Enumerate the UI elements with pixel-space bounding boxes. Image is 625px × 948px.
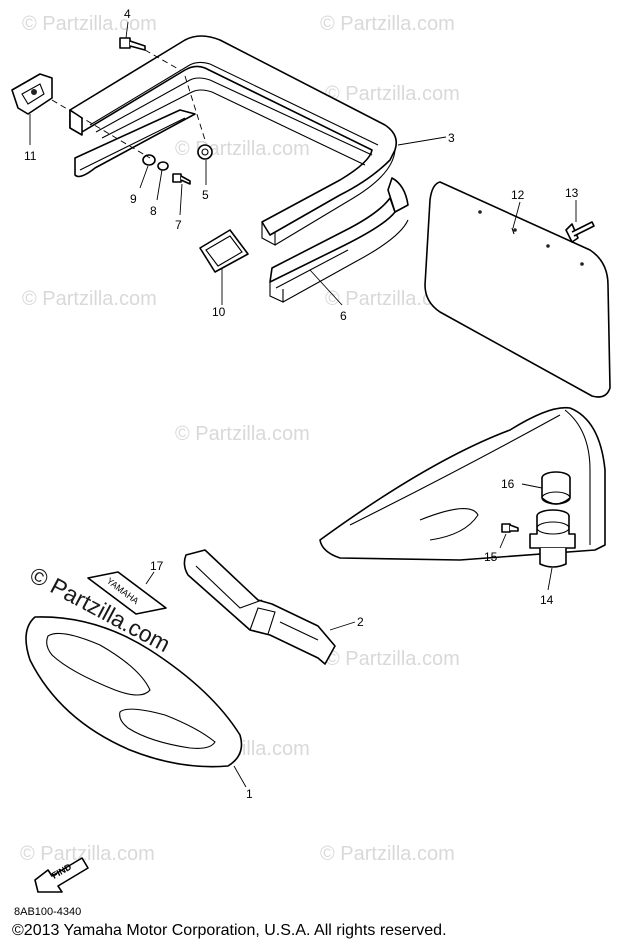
- callout-1: 1: [246, 787, 253, 801]
- part-13-pin: [565, 221, 595, 243]
- callout-9: 9: [130, 192, 137, 206]
- callout-13: 13: [565, 186, 579, 200]
- part-5-nut: [197, 144, 213, 160]
- part-16-cap: [541, 471, 571, 505]
- part-9-washer: [142, 154, 156, 166]
- watermark-text: © Partzilla.com: [175, 423, 310, 445]
- watermark-text: © Partzilla.com: [22, 288, 157, 310]
- callout-7: 7: [175, 218, 182, 232]
- part-2-handle: [183, 549, 336, 665]
- watermark-text: © Partzilla.com: [325, 83, 460, 105]
- callout-16: 16: [501, 477, 515, 491]
- callout-10: 10: [212, 305, 226, 319]
- callout-2: 2: [357, 615, 364, 629]
- watermark-text: © Partzilla.com: [175, 138, 310, 160]
- part-14-drain-plug: [529, 509, 576, 568]
- part-4-bolt: [119, 37, 146, 51]
- copyright-notice: ©2013 Yamaha Motor Corporation, U.S.A. A…: [12, 922, 447, 939]
- watermark-text: © Partzilla.com: [20, 843, 155, 865]
- part-10-clip: [199, 229, 249, 273]
- part-11-bracket: [11, 73, 53, 115]
- hull-section: [319, 406, 606, 561]
- watermark-text: © Partzilla.com: [320, 13, 455, 35]
- diagram-code: 8AB100-4340: [14, 906, 82, 918]
- callout-numbers: 4 11 9 8 7 5 10 3 6 12 13 16 15 14 17 2 …: [24, 7, 579, 801]
- part-8-washer: [157, 161, 169, 171]
- part-15-grommet: [501, 523, 519, 533]
- part-12-lid-panel: [424, 181, 611, 398]
- callout-14: 14: [540, 593, 554, 607]
- leader-lines: [29, 21, 577, 788]
- callout-15: 15: [484, 550, 498, 564]
- callout-12: 12: [511, 188, 525, 202]
- callout-4: 4: [124, 7, 131, 21]
- part-1-trim-cover: [25, 616, 243, 768]
- watermark-text: © Partzilla.com: [22, 13, 157, 35]
- part-3-gasket-frame: [69, 35, 398, 246]
- watermark-text: © Partzilla.com: [320, 843, 455, 865]
- callout-11: 11: [24, 149, 37, 163]
- callout-8: 8: [150, 204, 157, 218]
- part-6-gasket: [74, 109, 409, 303]
- watermark-text: © Partzilla.com: [325, 648, 460, 670]
- callout-3: 3: [448, 131, 455, 145]
- callout-5: 5: [202, 188, 209, 202]
- callout-6: 6: [340, 309, 347, 323]
- callout-17: 17: [150, 559, 164, 573]
- part-7-screw: [172, 173, 191, 185]
